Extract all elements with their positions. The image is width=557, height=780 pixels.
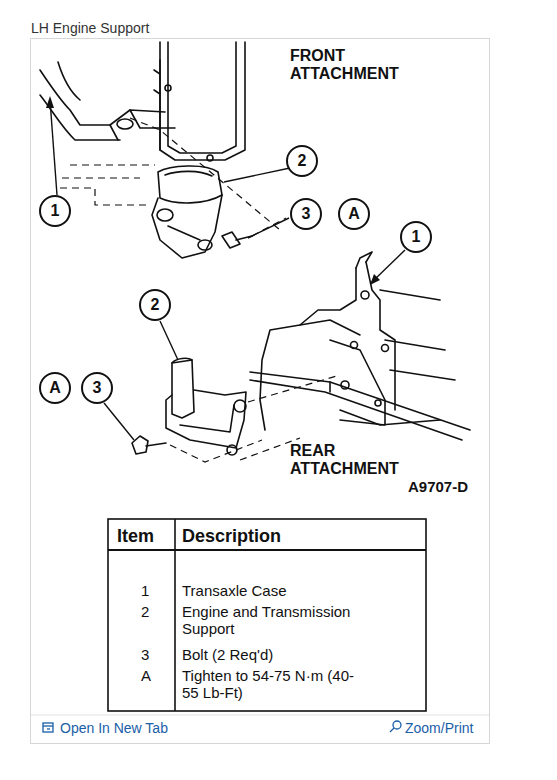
table-cell: Engine and Transmission Support (182, 603, 382, 638)
view-label: REAR ATTACHMENT (290, 442, 415, 479)
table-cell: A (141, 667, 151, 684)
table-header: Description (182, 526, 281, 547)
callout-number: 2 (151, 297, 160, 313)
table-cell: Bolt (2 Req'd) (182, 646, 422, 663)
callout-circle: 3 (290, 198, 322, 230)
callout-circle: 3 (81, 372, 113, 404)
callout-circle: A (338, 198, 370, 230)
callout-number: A (49, 380, 61, 396)
callout-number: A (348, 206, 360, 222)
front-attachment-drawing (40, 42, 252, 258)
callout-number: 1 (51, 203, 60, 219)
figure-title: LH Engine Support (31, 20, 149, 36)
toolbar-link: Zoom/Print (405, 720, 473, 736)
toolbar-link: Open In New Tab (60, 720, 168, 736)
view-label: FRONT ATTACHMENT (290, 47, 415, 84)
table-cell: 3 (141, 646, 149, 663)
callout-number: 1 (412, 229, 421, 245)
table-header: Item (117, 526, 154, 547)
table-cell: 1 (141, 582, 149, 599)
callout-circle: 1 (39, 195, 71, 227)
callout-circle: 1 (400, 221, 432, 253)
callout-circle: 2 (286, 145, 318, 177)
leader-lines (50, 100, 405, 440)
parts-table (108, 519, 426, 711)
front-dashed-lines (60, 118, 286, 236)
table-cell: Transaxle Case (182, 582, 422, 599)
table-cell: Tighten to 54-75 N·m (40-55 Lb-Ft) (182, 667, 357, 702)
table-cell: 2 (141, 603, 149, 620)
callout-number: 2 (298, 153, 307, 169)
rear-attachment-drawing (132, 252, 470, 455)
leader-arrows (46, 96, 380, 285)
toolbar-divider (31, 715, 489, 716)
figure-number: A9707-D (408, 478, 468, 495)
callout-number: 3 (93, 380, 102, 396)
figure-frame (31, 39, 490, 744)
callout-number: 3 (302, 206, 311, 222)
callout-circle: 2 (139, 289, 171, 321)
callout-circle: A (39, 372, 71, 404)
